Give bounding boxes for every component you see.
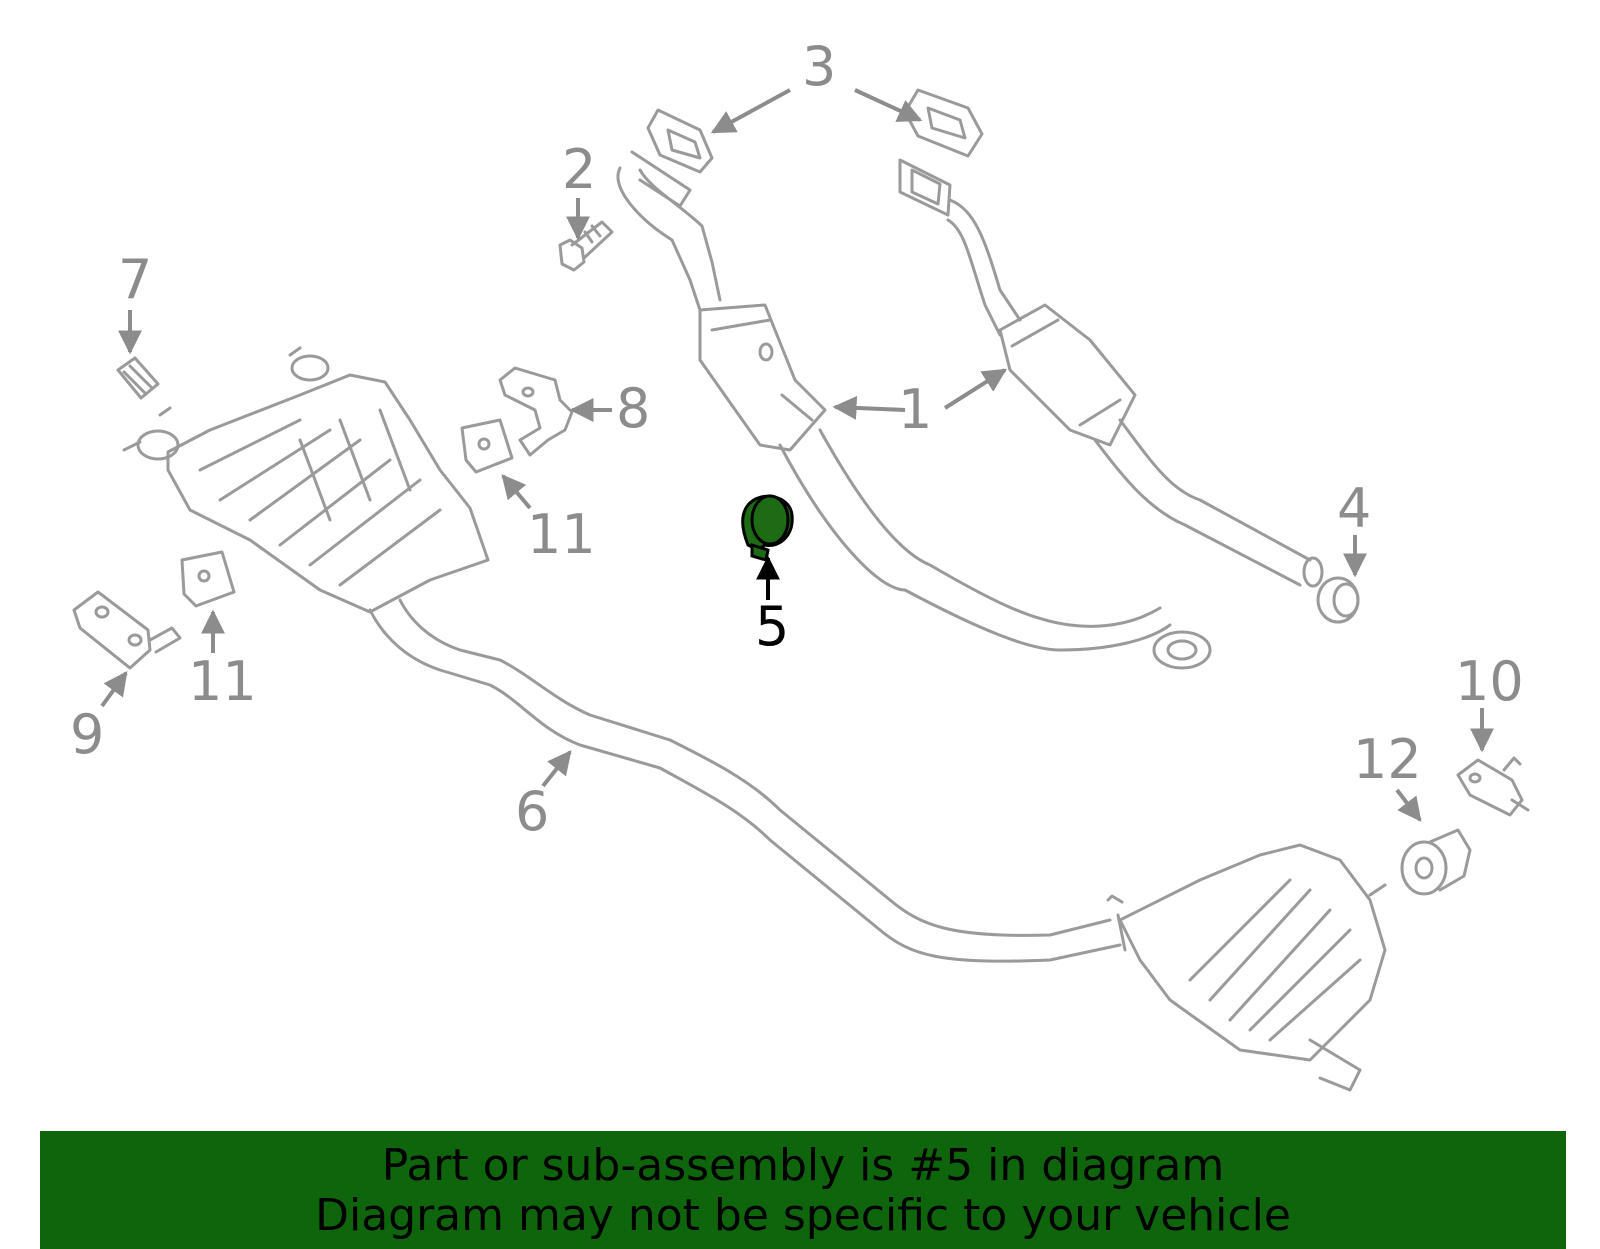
callout-1: 1	[898, 378, 933, 441]
part-7-stud	[116, 356, 160, 400]
part-11-insulator-lower	[180, 550, 236, 608]
banner-line-1: Part or sub-assembly is #5 in diagram	[381, 1140, 1225, 1191]
part-1-right-catalytic-converter	[898, 158, 1324, 588]
part-2-bolt	[558, 220, 614, 272]
part-9-hanger	[72, 590, 182, 670]
part-5-clamp-highlighted	[741, 494, 794, 562]
callout-7: 7	[118, 248, 153, 311]
callout-11-lower: 11	[188, 650, 257, 713]
callout-9: 9	[70, 703, 105, 766]
callout-2: 2	[562, 138, 597, 201]
callout-4: 4	[1337, 477, 1372, 540]
part-4-grommet	[1316, 576, 1360, 624]
part-6-intermediate-pipe	[368, 598, 1127, 963]
leader-3-left	[710, 88, 791, 134]
leader-6	[541, 750, 572, 788]
leader-3-right	[854, 88, 923, 122]
callout-11-upper: 11	[527, 503, 596, 566]
leader-1-right	[943, 368, 1008, 410]
callout-5: 5	[755, 595, 790, 658]
part-6-front-muffler	[122, 346, 490, 614]
leader-12	[1395, 788, 1422, 822]
callout-3: 3	[802, 35, 837, 98]
leader-9	[100, 671, 128, 708]
info-banner: Part or sub-assembly is #5 in diagram Di…	[40, 1131, 1566, 1249]
part-10-bracket	[1456, 756, 1530, 817]
part-12-isolator	[1400, 828, 1472, 896]
leader-1-left	[832, 395, 906, 420]
part-1-left-catalytic-converter	[616, 150, 1212, 670]
leader-11-upper	[501, 474, 532, 510]
callout-12: 12	[1353, 728, 1422, 791]
banner-line-2: Diagram may not be specific to your vehi…	[315, 1190, 1291, 1241]
part-11-insulator-upper	[460, 418, 514, 474]
part-8-bracket	[498, 366, 574, 457]
callout-6: 6	[515, 780, 550, 843]
callout-8: 8	[616, 377, 651, 440]
callout-10: 10	[1455, 650, 1524, 713]
exhaust-system-diagram	[72, 88, 1530, 1092]
rear-muffler	[1118, 843, 1387, 1092]
part-3-right-flange	[903, 88, 984, 158]
part-3-left-flange	[646, 108, 714, 174]
